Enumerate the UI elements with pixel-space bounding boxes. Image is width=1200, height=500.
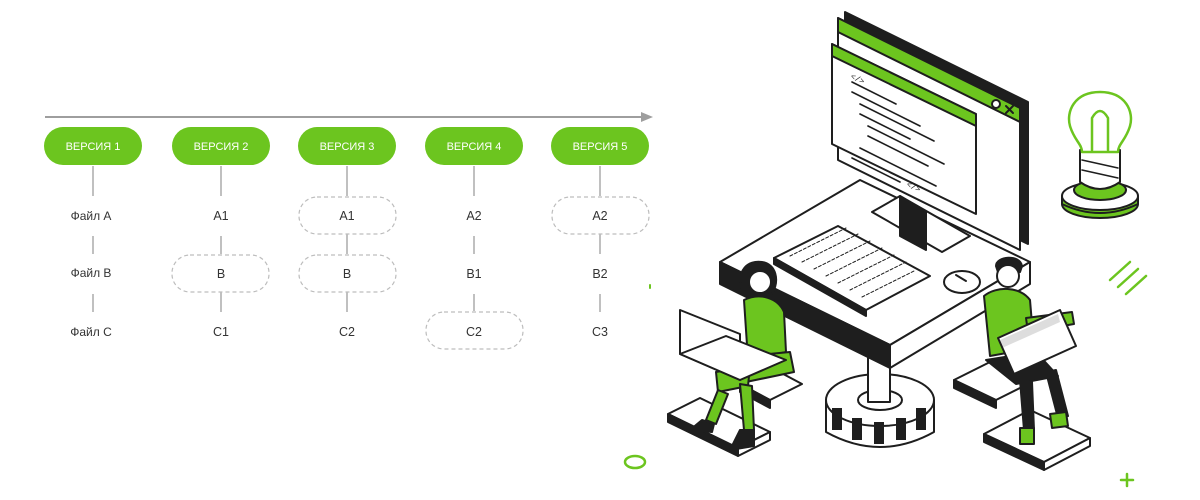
file-cell: C2 (339, 325, 355, 339)
version-pill (298, 127, 396, 165)
plus-icon (1119, 472, 1135, 488)
keyboard (773, 225, 931, 317)
file-cell: B1 (466, 267, 481, 281)
version-pill (425, 127, 523, 165)
woman-with-laptop (679, 260, 795, 451)
unchanged-file-box (425, 311, 524, 350)
file-cell: Файл B (71, 266, 112, 280)
decor-ring (623, 454, 647, 470)
unchanged-file-box (298, 254, 397, 293)
version-label: ВЕРСИЯ 5 (573, 141, 628, 153)
unchanged-file-box (298, 196, 397, 235)
stool-right (953, 361, 1091, 471)
file-cell: C2 (466, 325, 482, 339)
file-cell: C3 (592, 325, 608, 339)
unchanged-file-box (551, 196, 650, 235)
file-cell: A1 (213, 209, 228, 223)
file-cell: C1 (213, 325, 229, 339)
file-cell: B (343, 267, 351, 281)
file-cell: A2 (466, 209, 481, 223)
version-column-3: ВЕРСИЯ 3 A1 B C2 (298, 127, 397, 339)
version-label: ВЕРСИЯ 4 (447, 141, 502, 153)
version-column-4: ВЕРСИЯ 4 A2 B1 C2 (425, 127, 524, 350)
code-window-icon: </> </> (831, 43, 977, 215)
version-columns: ВЕРСИЯ 1 Файл A Файл B Файл C ВЕРСИЯ 2 A… (44, 127, 650, 350)
version-label: ВЕРСИЯ 2 (194, 141, 249, 153)
man-with-laptop (983, 256, 1077, 445)
timeline-arrow (45, 112, 653, 122)
version-pill (44, 127, 142, 165)
version-pill (172, 127, 270, 165)
version-column-2: ВЕРСИЯ 2 A1 B C1 (171, 127, 270, 339)
version-label: ВЕРСИЯ 3 (320, 141, 375, 153)
file-cell: A2 (592, 209, 607, 223)
file-cell: A1 (339, 209, 354, 223)
file-cell: B2 (592, 267, 607, 281)
mouse (943, 270, 981, 294)
version-label: ВЕРСИЯ 1 (66, 141, 121, 153)
unchanged-file-box (171, 254, 270, 293)
version-column-1: ВЕРСИЯ 1 Файл A Файл B Файл C (44, 127, 142, 339)
file-cell: B (217, 267, 225, 281)
version-column-5: ВЕРСИЯ 5 A2 B2 C3 (551, 127, 650, 339)
version-pill (551, 127, 649, 165)
file-cell: Файл A (71, 209, 112, 223)
decor-stripes (1108, 260, 1148, 296)
lightbulb-icon (1061, 90, 1139, 219)
workspace-illustration: </> </> (623, 11, 1148, 488)
file-cell: Файл C (70, 325, 112, 339)
